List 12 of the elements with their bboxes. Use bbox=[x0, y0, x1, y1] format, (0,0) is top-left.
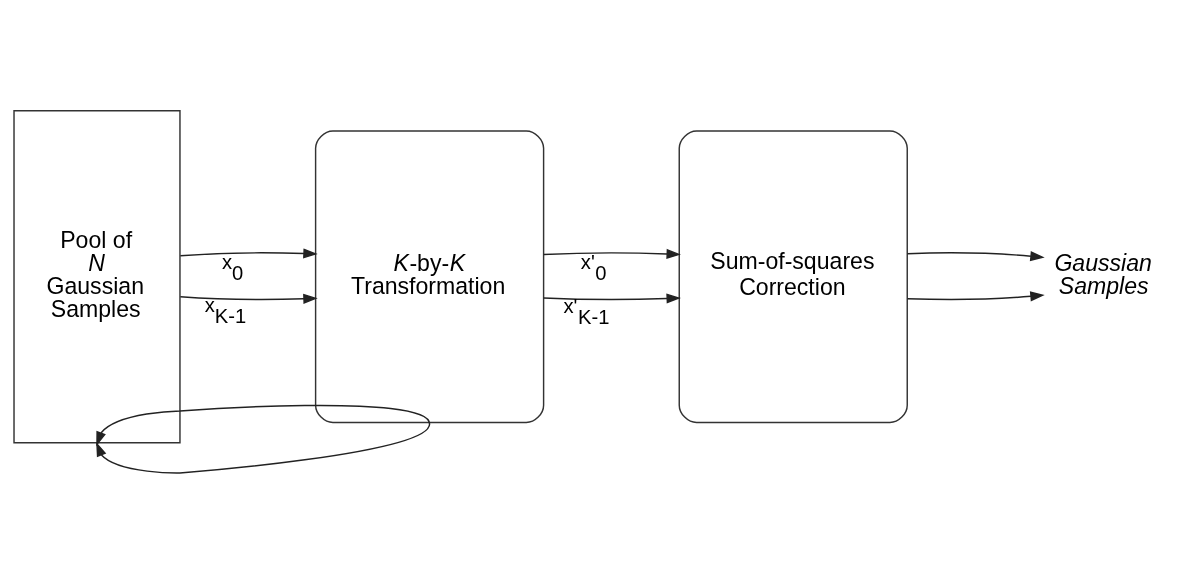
node-box: K-by-K Transformation bbox=[314, 129, 545, 423]
arrow bbox=[906, 290, 1045, 301]
arrow bbox=[179, 293, 318, 304]
node-box: Pool of N Gaussian Samples bbox=[13, 109, 181, 443]
arrow bbox=[906, 250, 1045, 261]
arrow bbox=[96, 404, 431, 446]
arrow bbox=[543, 292, 681, 304]
arrow bbox=[543, 248, 681, 259]
node-text: Gaussian Samples bbox=[1054, 249, 1152, 299]
arrow bbox=[179, 247, 318, 259]
arrow bbox=[96, 422, 431, 474]
node-box: Sum-of-squares Correction bbox=[678, 129, 908, 423]
